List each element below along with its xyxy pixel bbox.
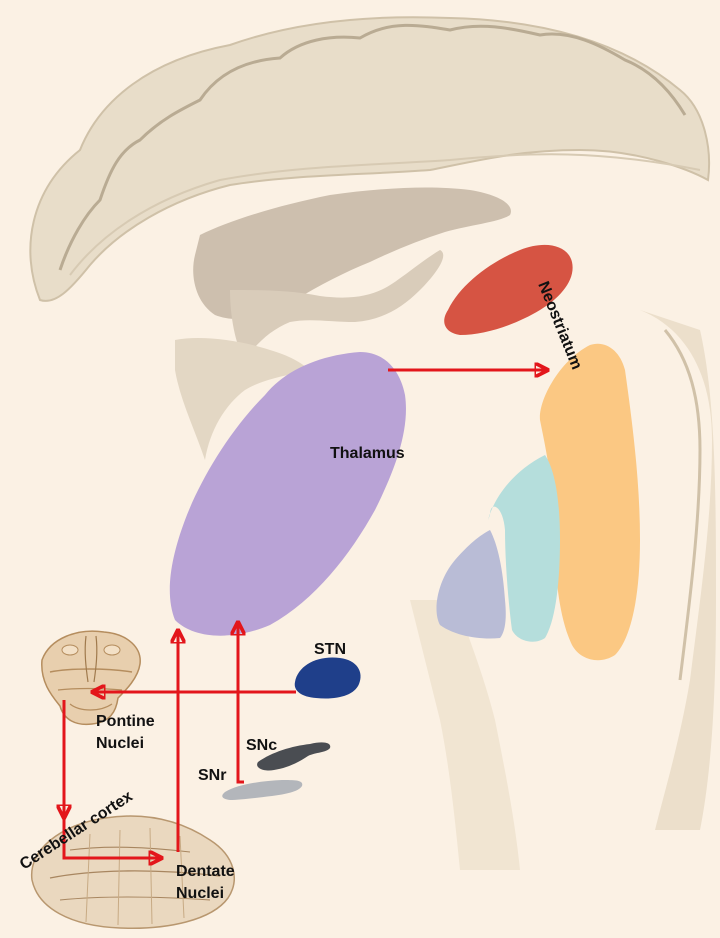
brainstem-outline: [410, 600, 520, 870]
globus-inner: [436, 530, 506, 639]
septum: [175, 338, 310, 460]
right-cortex-line: [663, 329, 702, 681]
cortex-gyri: [58, 23, 687, 271]
label-thalamus: Thalamus: [330, 445, 405, 462]
label-pontine-line1: Pontine: [96, 713, 155, 730]
label-snr: SNr: [198, 767, 226, 784]
right-cortex-curve: [640, 310, 716, 830]
label-stn: STN: [314, 641, 346, 658]
stn-shape: [294, 657, 361, 699]
cerebellum-illustration: [31, 815, 235, 929]
pathway-arrows: [64, 370, 548, 858]
globus-middle: [488, 455, 560, 642]
label-snc: SNc: [246, 737, 277, 754]
pons-illustration: [41, 630, 141, 726]
thalamus-shape: [169, 352, 406, 636]
fornix: [230, 250, 444, 360]
corpus-callosum: [193, 187, 511, 320]
arrow-snr-to-thalamus: [238, 622, 244, 784]
label-dentate-line2: Nuclei: [176, 885, 224, 902]
arrow-cerebellar-to-dentate: [62, 818, 162, 858]
cerebral-cortex: [29, 16, 711, 302]
neostriatum-shape: [444, 244, 573, 335]
label-pontine-line2: Nuclei: [96, 735, 144, 752]
snc-shape: [257, 742, 331, 771]
globus-outer: [539, 343, 640, 661]
cortex-inner-line: [69, 153, 701, 276]
label-dentate-line1: Dentate: [176, 863, 235, 880]
snr-shape: [222, 780, 303, 800]
